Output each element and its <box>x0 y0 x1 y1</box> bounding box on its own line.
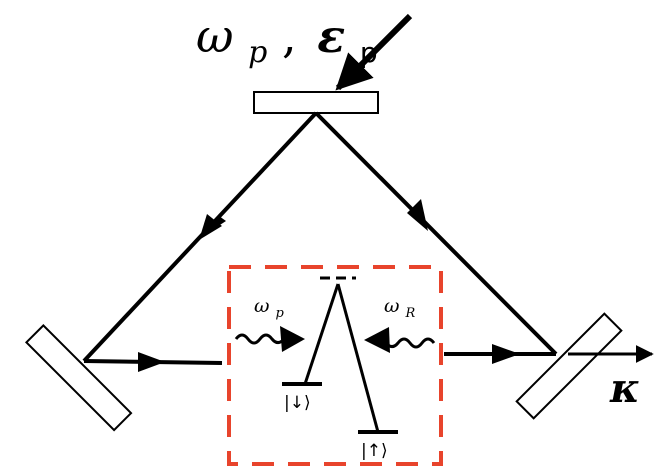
pump-wave-subscript: p <box>276 306 285 321</box>
beam-arrow-bottom-left <box>138 352 165 372</box>
lambda-scheme: |↓⟩ |↑⟩ <box>282 276 398 461</box>
raman-wave: ω R <box>364 295 436 353</box>
raman-wave-subscript: R <box>405 306 416 321</box>
atom-dashed-box <box>227 265 443 466</box>
pump-wave-label: ω p <box>254 295 285 321</box>
pump-frequency-subscript: p <box>248 35 267 70</box>
right-mirror <box>515 312 623 420</box>
pump-frequency-symbol: ω <box>196 9 234 63</box>
left-mirror <box>24 323 133 432</box>
raman-wave-symbol: ω <box>384 295 400 317</box>
transition-down <box>303 283 340 385</box>
raman-wave-label: ω R <box>384 295 416 321</box>
pump-separator: , <box>282 9 297 63</box>
svg-text:ω p , ε: ω p , ε p <box>196 9 378 73</box>
pump-wave: ω p <box>234 295 305 352</box>
pump-input-arrow <box>335 13 413 91</box>
state-down-label: |↓⟩ <box>284 393 311 413</box>
beam-arrow-bottom-right <box>492 344 520 364</box>
pump-amplitude-symbol: ε <box>317 9 345 63</box>
beam-top-right <box>314 111 558 356</box>
pump-label: ω p , ε p <box>196 9 378 73</box>
pump-wave-symbol: ω <box>254 295 270 317</box>
raman-wave-arrowhead <box>364 327 390 353</box>
top-mirror <box>253 91 379 114</box>
state-up-label: |↑⟩ <box>361 441 388 461</box>
decay-rate-label: κ <box>609 365 640 412</box>
raman-wave-squiggle <box>387 337 436 349</box>
pump-wave-squiggle <box>234 333 283 345</box>
transition-up <box>336 283 380 433</box>
pump-wave-arrowhead <box>280 326 305 352</box>
beam-arrow-right-head <box>407 199 428 231</box>
beam-arrow-left-head <box>199 214 222 240</box>
